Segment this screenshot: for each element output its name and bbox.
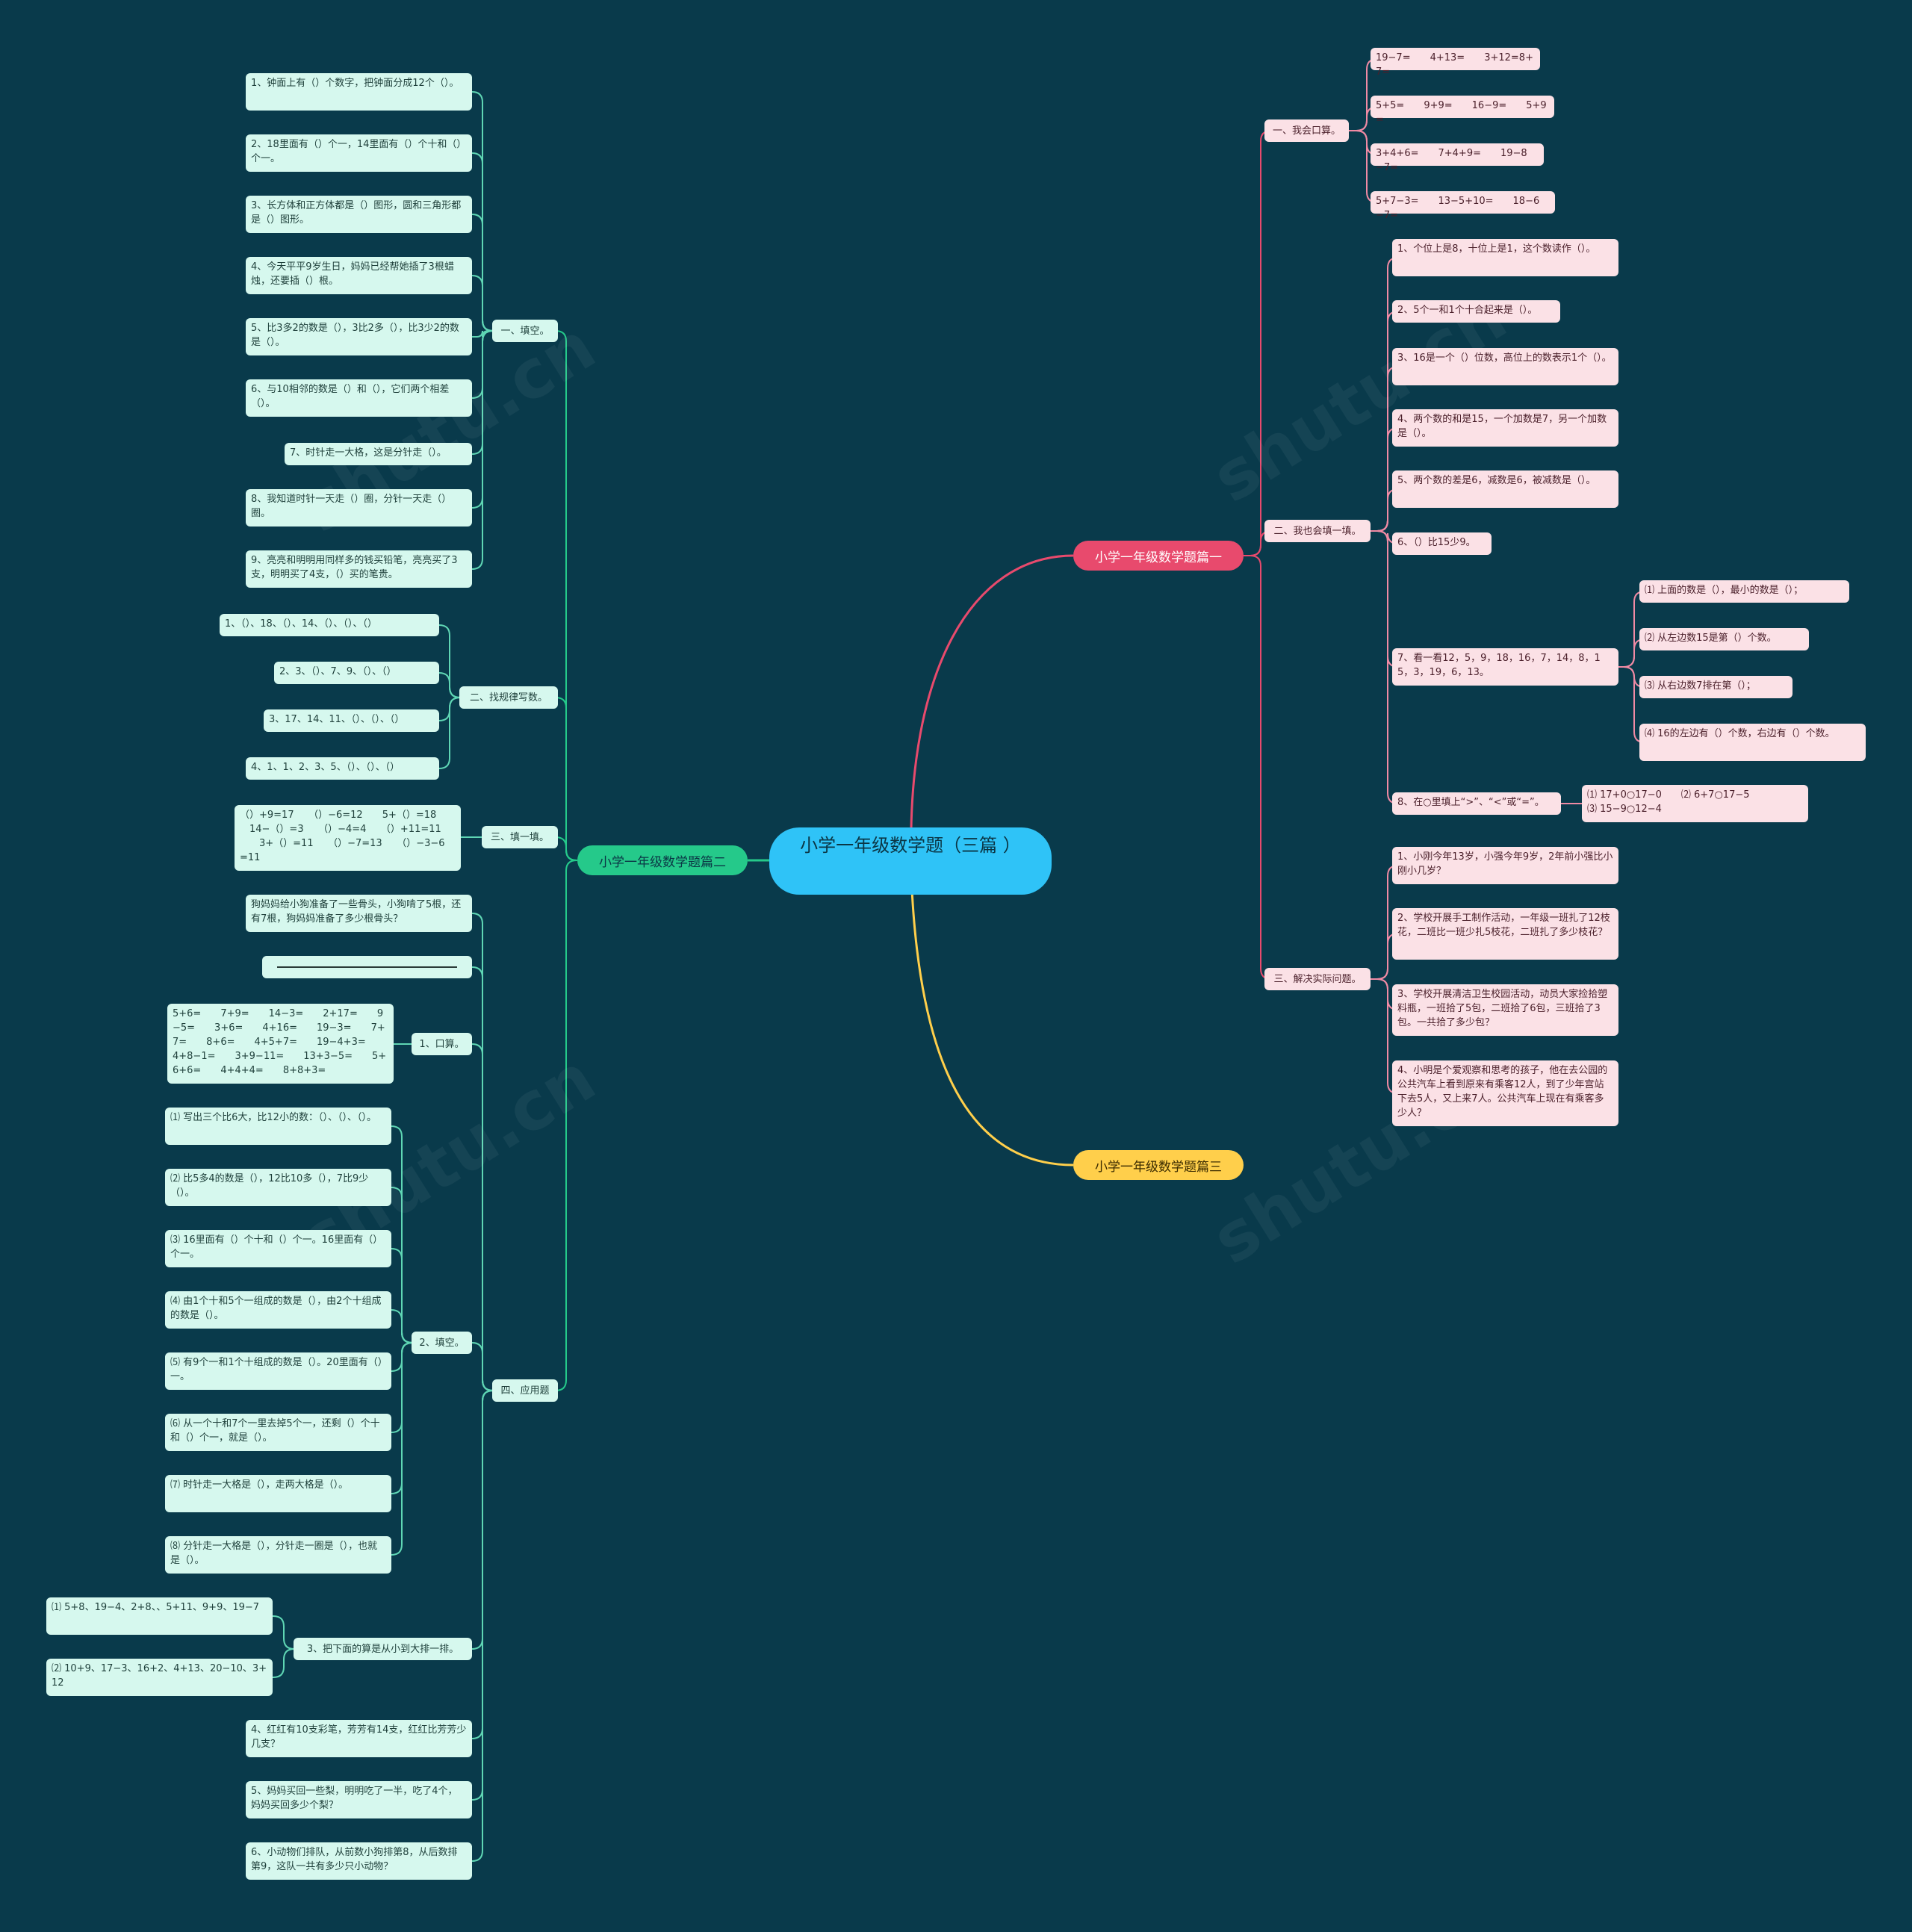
word-problem[interactable]: 2、学校开展手工制作活动，一年级一班扎了12枝花，二班比一班少扎5枝花，二班扎了… <box>1392 908 1618 960</box>
fill-sub-question[interactable]: ⑴ 写出三个比6大，比12小的数：（）、（）、（）。 <box>165 1108 391 1145</box>
fill-question[interactable]: 6、（）比15少9。 <box>1392 532 1492 555</box>
section-applied-problems[interactable]: 四、应用题 <box>492 1379 558 1402</box>
section-fill-numbers[interactable]: 三、填一填。 <box>482 826 558 848</box>
connector <box>391 1309 413 1344</box>
branch-part-one[interactable]: 小学一年级数学题篇一 <box>1073 541 1244 571</box>
word-problem[interactable]: 3、学校开展清洁卫生校园活动，动员大家捡拾塑料瓶，一班拾了5包，二班拾了6包，三… <box>1392 984 1618 1036</box>
fill-question[interactable]: 2、18里面有（）个一，14里面有（）个十和（）个一。 <box>246 134 472 172</box>
connector <box>471 1390 494 1862</box>
sub-question[interactable]: ⑷ 16的左边有（）个数，右边有（）个数。 <box>1639 724 1866 761</box>
section-fill-blanks[interactable]: 二、我也会填一填。 <box>1264 520 1371 542</box>
branch-part-two[interactable]: 小学一年级数学题篇二 <box>577 845 748 875</box>
pattern-row[interactable]: 4、1、1、2、3、5、（）、（）、（） <box>246 757 439 780</box>
oral-calc-row[interactable]: 5+7−3= 13−5+10= 18−6−7= <box>1371 191 1555 221</box>
fill-question[interactable]: 6、与10相邻的数是（）和（），它们两个相差（）。 <box>246 379 472 417</box>
sub-question[interactable]: ⑵ 从左边数15是第（）个数。 <box>1639 628 1809 650</box>
fill-question[interactable]: 5、比3多2的数是（），3比2多（），比3少2的数是（）。 <box>246 318 472 355</box>
connector <box>555 860 577 1391</box>
connector <box>471 1342 494 1391</box>
connector <box>438 697 461 769</box>
section-word-problems[interactable]: 三、解决实际问题。 <box>1264 968 1371 990</box>
blank-answer-line <box>262 956 472 978</box>
fill-question[interactable]: 3、长方体和正方体都是（）图形，圆和三角形都是（）图形。 <box>246 196 472 233</box>
section-find-pattern[interactable]: 二、找规律写数。 <box>459 686 558 709</box>
compare-expressions[interactable]: ⑴ 17+0○17−0 ⑵ 6+7○17−5 ⑶ 15−9○12−4 <box>1582 785 1808 822</box>
word-problem[interactable]: 5、妈妈买回一些梨，明明吃了一半，吃了4个，妈妈买回多少个梨？ <box>246 1781 472 1818</box>
branch-part-three[interactable]: 小学一年级数学题篇三 <box>1073 1150 1244 1180</box>
fill-sub-question[interactable]: ⑶ 16里面有（）个十和（）个一。16里面有（）个一。 <box>165 1230 391 1267</box>
oral-calc-row[interactable]: 3+4+6= 7+4+9= 19−8−7= <box>1371 143 1544 173</box>
fill-in-label[interactable]: 2、填空。 <box>412 1332 472 1354</box>
connector <box>555 836 577 861</box>
fill-question[interactable]: 1、钟面上有（）个数字，把钟面分成12个（）。 <box>246 73 472 111</box>
oral-calc-label[interactable]: 1、口算。 <box>412 1033 472 1055</box>
oral-calc-block[interactable]: 5+6= 7+9= 14−3= 2+17= 9−5= 3+6= 4+16= 19… <box>167 1004 394 1084</box>
sub-question[interactable]: ⑴ 上面的数是（），最小的数是（）； <box>1639 580 1849 603</box>
sub-question[interactable]: ⑶ 从右边数7排在第（）； <box>1639 676 1792 698</box>
fill-question[interactable]: 5、两个数的差是6，减数是6，被减数是（）。 <box>1392 470 1618 508</box>
fill-question[interactable]: 3、16是一个（）位数，高位上的数表示1个（）。 <box>1392 348 1618 385</box>
connector <box>471 330 494 570</box>
connector <box>910 554 1074 860</box>
connector <box>391 1342 413 1556</box>
word-problem[interactable]: 4、小明是个爱观察和思考的孩子，他在去公园的公共汽车上看到原来有乘客12人，到了… <box>1392 1060 1618 1126</box>
sort-expressions[interactable]: ⑴ 5+8、19−4、2+8、、5+11、9+9、19−7 <box>46 1597 273 1635</box>
sort-expressions[interactable]: ⑵ 10+9、17−3、16+2、4+13、20−10、3+12 <box>46 1659 273 1696</box>
pattern-row[interactable]: 3、17、14、11、（）、（）、（） <box>264 709 439 732</box>
pattern-row[interactable]: 2、3、（）、7、9、（）、（） <box>274 662 439 684</box>
equation-block[interactable]: （）+9=17 （）−6=12 5+（）=18 14−（）=3 （）−4=4 （… <box>235 805 461 871</box>
connector <box>1244 555 1272 980</box>
fill-sub-question[interactable]: ⑸ 有9个一和1个十组成的数是（）。20里面有（）一。 <box>165 1352 391 1390</box>
fill-sub-question[interactable]: ⑵ 比5多4的数是（），12比10多（），7比9少（）。 <box>165 1169 391 1206</box>
word-problem[interactable]: 1、小刚今年13岁，小强今年9岁，2年前小强比小刚小几岁？ <box>1392 847 1618 884</box>
fill-question[interactable]: 7、时针走一大格，这是分针走（）。 <box>285 443 472 465</box>
connector <box>273 1648 295 1678</box>
oral-calc-row[interactable]: 19−7= 4+13= 3+12=8+7= <box>1371 48 1540 78</box>
connector <box>1244 130 1272 556</box>
fill-question[interactable]: 9、亮亮和明明用同样多的钱买铅笔，亮亮买了3支，明明买了4支，（）买的笔贵。 <box>246 550 472 588</box>
fill-sub-question[interactable]: ⑻ 分针走一大格是（），分针走一圈是（），也就是（）。 <box>165 1536 391 1574</box>
pattern-row[interactable]: 1、（）、18、（）、14、（）、（）、（） <box>220 614 439 636</box>
word-problem[interactable]: 6、小动物们排队，从前数小狗排第8，从后数排第9，这队一共有多少只小动物？ <box>246 1842 472 1880</box>
fill-question[interactable]: 2、5个一和1个十合起来是（）。 <box>1392 300 1560 323</box>
fill-question[interactable]: 7、看一看12，5，9，18，16，7，14，8，15，3，19，6，13。 <box>1392 648 1618 686</box>
fill-question[interactable]: 4、两个数的和是15，一个加数是7，另一个加数是（）。 <box>1392 409 1618 447</box>
fill-sub-question[interactable]: ⑹ 从一个十和7个一里去掉5个一，还剩（）个十和（）个一，就是（）。 <box>165 1414 391 1451</box>
section-fill-in[interactable]: 一、填空。 <box>492 320 558 342</box>
root-topic[interactable]: 小学一年级数学题（三篇 ） <box>769 827 1052 895</box>
oral-calc-row[interactable]: 5+5= 9+9= 16−9= 5+9= <box>1371 96 1554 125</box>
connector <box>555 697 577 861</box>
connector <box>273 1615 295 1650</box>
section-oral-calc[interactable]: 一、我会口算。 <box>1264 119 1349 142</box>
fill-question[interactable]: 1、个位上是8，十位上是1，这个数读作（）。 <box>1392 239 1618 276</box>
connector <box>910 873 1074 1167</box>
connector <box>438 672 461 698</box>
connector <box>471 1043 494 1391</box>
word-problem[interactable]: 狗妈妈给小狗准备了一些骨头，小狗啃了5根，还有7根，狗妈妈准备了多少根骨头？ <box>246 895 472 932</box>
fill-question[interactable]: 8、在○里填上“>”、“<”或“=”。 <box>1392 792 1561 815</box>
fill-sub-question[interactable]: ⑷ 由1个十和5个一组成的数是（），由2个十组成的数是（）。 <box>165 1291 391 1329</box>
connector <box>472 330 492 338</box>
connector <box>471 275 494 332</box>
sort-label[interactable]: 3、把下面的算是从小到大排一排。 <box>294 1638 472 1660</box>
fill-question[interactable]: 4、今天平平9岁生日，妈妈已经帮她插了3根蜡烛，还要插（）根。 <box>246 257 472 294</box>
fill-question[interactable]: 8、我知道时针一天走（）圈，分针一天走（）圈。 <box>246 489 472 527</box>
word-problem[interactable]: 4、红红有10支彩笔，芳芳有14支，红红比芳芳少几支？ <box>246 1720 472 1757</box>
fill-sub-question[interactable]: ⑺ 时针走一大格是（），走两大格是（）。 <box>165 1475 391 1512</box>
